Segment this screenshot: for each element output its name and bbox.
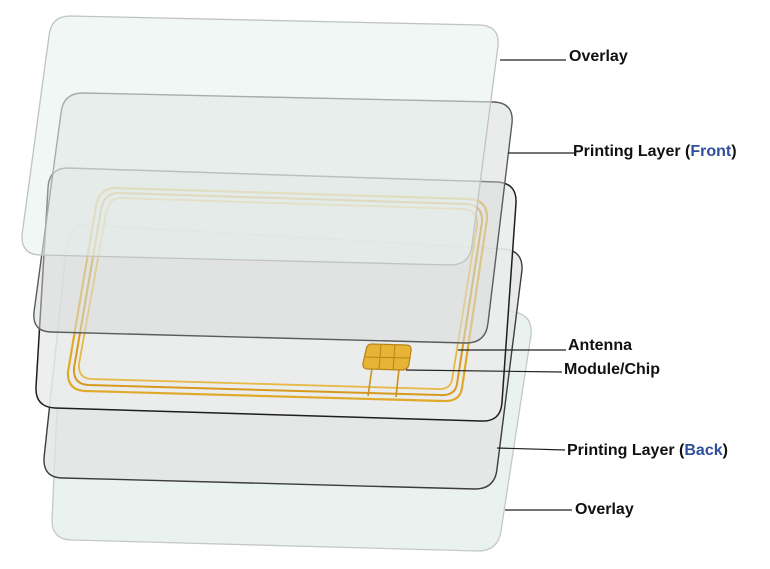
chip-contact-divider-v1 (378, 344, 382, 370)
label-overlay-top-text: Overlay (569, 48, 628, 65)
label-module-chip: Module/Chip (564, 361, 660, 379)
leader-printing-back (496, 447, 566, 451)
leader-module-chip (405, 369, 563, 373)
label-overlay-bottom-text: Overlay (575, 501, 634, 518)
label-printing-back-accent: Back (684, 442, 723, 459)
chip-contact-divider-v2 (392, 344, 396, 371)
label-printing-back-suffix: ) (722, 442, 728, 459)
label-printing-front-suffix: ) (731, 143, 737, 160)
label-printing-front-prefix: Printing Layer ( (573, 143, 691, 160)
label-printing-layer-back: Printing Layer (Back) (567, 442, 728, 460)
label-overlay-top: Overlay (569, 48, 628, 66)
module-chip (362, 343, 412, 398)
label-antenna-text: Antenna (568, 337, 632, 354)
label-printing-front-accent: Front (690, 143, 732, 160)
label-module-chip-text: Module/Chip (564, 361, 660, 378)
overlay-top-layer (21, 15, 499, 266)
label-antenna: Antenna (568, 337, 632, 355)
chip-contact-divider-h (364, 356, 411, 359)
label-overlay-bottom: Overlay (575, 501, 634, 519)
chip-lead-right (395, 368, 400, 398)
label-printing-back-prefix: Printing Layer ( (567, 442, 685, 459)
label-printing-layer-front: Printing Layer (Front) (573, 143, 737, 161)
chip-lead-left (367, 367, 373, 397)
